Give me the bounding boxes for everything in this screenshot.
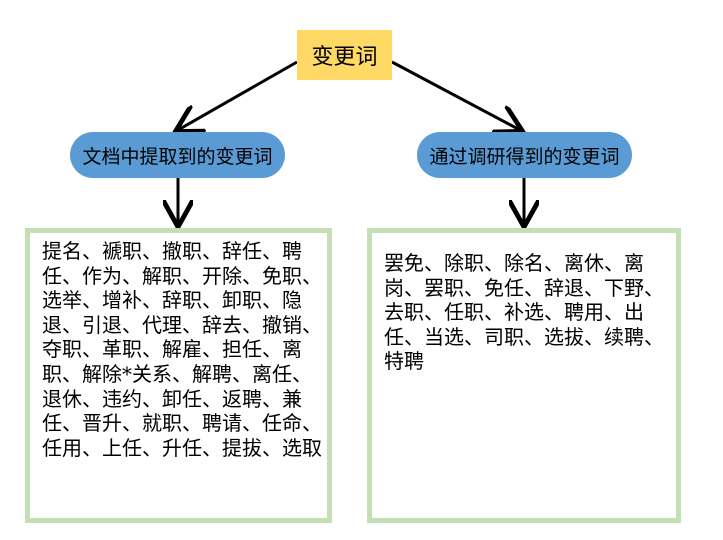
extracted-terms-text: 提名、褫职、撤职、辞任、聘任、作为、解职、开除、免职、选举、增补、辞职、卸职、隐… [42,239,322,460]
researched-terms-box: 罢免、除职、除名、离休、离岗、罢职、免任、辞退、下野、去职、任职、补选、聘用、出… [367,228,681,523]
branch-node-researched-label: 通过调研得到的变更词 [429,145,620,168]
researched-terms-text: 罢免、除职、除名、离休、离岗、罢职、免任、辞退、下野、去职、任职、补选、聘用、出… [384,251,664,374]
extracted-terms-box: 提名、褫职、撤职、辞任、聘任、作为、解职、开除、免职、选举、增补、辞职、卸职、隐… [25,228,332,523]
arrow-root-to-left-branch [178,60,298,130]
root-node-label: 变更词 [311,45,378,70]
branch-node-extracted: 文档中提取到的变更词 [70,132,285,178]
branch-node-extracted-label: 文档中提取到的变更词 [82,145,273,168]
branch-node-researched: 通过调研得到的变更词 [417,132,632,178]
root-node: 变更词 [297,30,392,80]
arrow-root-to-right-branch [391,60,520,130]
